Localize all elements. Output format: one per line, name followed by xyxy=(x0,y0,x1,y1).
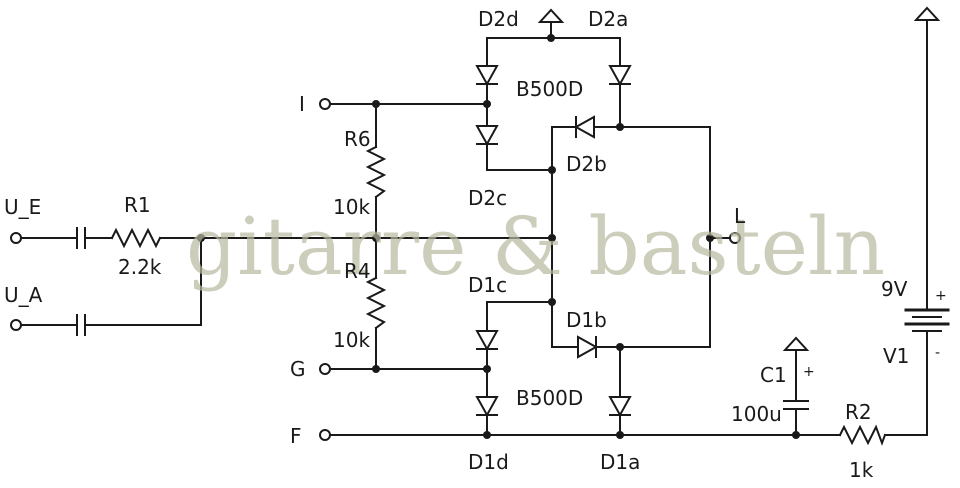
g-pin xyxy=(319,363,331,375)
supply-arrow-bridge-icon xyxy=(537,8,565,23)
diode-d1a xyxy=(608,396,632,418)
diode-d1c xyxy=(475,330,499,352)
v1-ref-label: V1 xyxy=(883,344,909,368)
battery-v1 xyxy=(904,308,950,332)
input-capacitor-u-e xyxy=(76,227,86,249)
diode-d2a xyxy=(608,65,632,87)
diode-d1d xyxy=(475,396,499,418)
diode-label-d2b: D2b xyxy=(566,152,607,176)
diode-label-d1c: D1c xyxy=(468,273,507,297)
diode-label-d2a: D2a xyxy=(588,7,628,31)
bridge-top-label: B500D xyxy=(516,77,583,101)
r6-ref-label: R6 xyxy=(344,127,371,151)
l-pin xyxy=(729,232,741,244)
terminal-label-l: L xyxy=(734,204,746,228)
diode-label-d1b: D1b xyxy=(566,308,607,332)
supply-arrow-battery-icon xyxy=(913,6,941,21)
resistor-r1 xyxy=(110,227,162,249)
diode-label-d2c: D2c xyxy=(468,186,507,210)
i-pin xyxy=(319,98,331,110)
capacitor-c1 xyxy=(783,400,809,410)
v1-plus-label: + xyxy=(935,288,947,304)
c1-polarity-label: + xyxy=(803,364,815,380)
watermark: gitarre & basteln xyxy=(186,200,885,293)
r1-value-label: 2.2k xyxy=(118,255,162,279)
r4-value-label: 10k xyxy=(333,328,370,352)
c1-value-label: 100u xyxy=(731,402,782,426)
diode-d1b xyxy=(577,335,599,359)
terminal-label-u-a: U_A xyxy=(4,283,43,307)
junction-dots xyxy=(197,34,800,439)
diode-label-d2d: D2d xyxy=(478,7,519,31)
terminal-pins xyxy=(10,98,741,441)
f-pin xyxy=(319,429,331,441)
resistor-r6 xyxy=(365,145,387,199)
terminal-label-g: G xyxy=(290,357,306,381)
diode-label-d1d: D1d xyxy=(468,450,509,474)
bridge-bottom-label: B500D xyxy=(516,386,583,410)
terminal-label-u-e: U_E xyxy=(4,195,41,219)
diode-d2b xyxy=(573,115,595,139)
input-capacitor-u-a xyxy=(76,314,86,336)
resistor-r2 xyxy=(838,424,887,446)
u-a-pin xyxy=(10,319,22,331)
r4-ref-label: R4 xyxy=(344,259,371,283)
v1-minus-label: - xyxy=(935,345,940,361)
v1-value-label: 9V xyxy=(881,277,908,301)
u-e-pin xyxy=(10,232,22,244)
r2-value-label: 1k xyxy=(849,458,874,482)
diode-d2c xyxy=(475,125,499,147)
r1-ref-label: R1 xyxy=(124,193,151,217)
terminal-label-f: F xyxy=(290,424,302,448)
terminal-label-i: I xyxy=(299,92,305,116)
resistor-r4 xyxy=(365,276,387,330)
diode-d2d xyxy=(475,65,499,87)
r6-value-label: 10k xyxy=(333,195,370,219)
supply-arrow-c1-icon xyxy=(782,336,810,351)
c1-ref-label: C1 xyxy=(760,363,787,387)
diode-label-d1a: D1a xyxy=(600,450,640,474)
r2-ref-label: R2 xyxy=(845,400,872,424)
